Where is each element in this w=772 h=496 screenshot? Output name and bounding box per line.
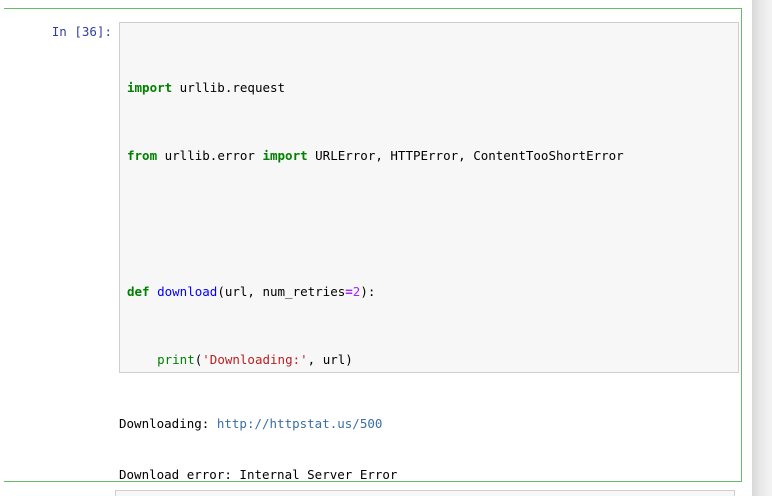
cell-prompt-label: In [36]: xyxy=(51,24,112,39)
output-value: Internal Server Error xyxy=(239,467,398,482)
output-label: Download error: xyxy=(119,467,232,482)
code-line: import urllib.request xyxy=(127,80,286,95)
cell-output-area: Downloading: http://httpstat.us/500 Down… xyxy=(119,381,739,496)
output-url: http://httpstat.us/500 xyxy=(216,416,383,431)
notebook-cell[interactable]: In [36]: import urllib.request from urll… xyxy=(4,8,742,482)
code-line: from urllib.error import URLError, HTTPE… xyxy=(127,148,624,163)
page-scroll-gutter[interactable] xyxy=(752,0,772,496)
output-line: Download error: Internal Server Error xyxy=(119,466,739,483)
gutter-seam xyxy=(750,0,752,496)
code-editor[interactable]: import urllib.request from urllib.error … xyxy=(127,28,624,372)
code-line: def download(url, num_retries=2): xyxy=(127,284,376,299)
next-cell-input-area[interactable] xyxy=(115,490,735,496)
code-line-blank xyxy=(127,215,624,232)
code-line: print('Downloading:', url) xyxy=(157,352,353,367)
output-label: Downloading: xyxy=(119,416,210,431)
code-input-area[interactable]: import urllib.request from urllib.error … xyxy=(119,22,739,373)
output-line: Downloading: http://httpstat.us/500 xyxy=(119,415,739,432)
